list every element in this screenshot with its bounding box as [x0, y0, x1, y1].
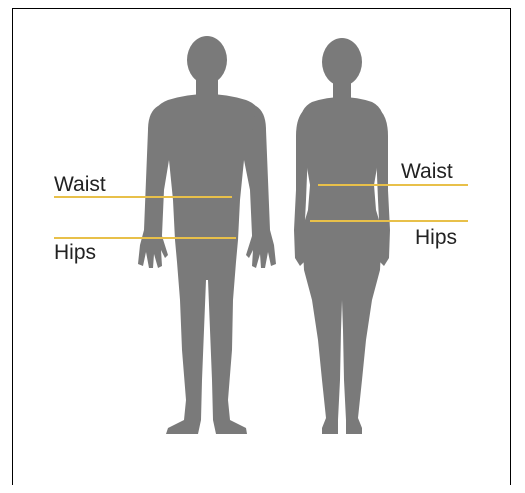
male-waist-label: Waist [54, 174, 106, 195]
female-waist-label: Waist [401, 161, 453, 182]
female-silhouette [294, 38, 390, 434]
male-head [187, 36, 227, 84]
female-body [300, 97, 384, 434]
male-silhouette [138, 36, 276, 434]
female-neck [333, 80, 351, 98]
male-body [150, 94, 264, 434]
female-head [322, 38, 362, 86]
female-hips-label: Hips [415, 227, 457, 248]
male-hips-label: Hips [54, 242, 96, 263]
